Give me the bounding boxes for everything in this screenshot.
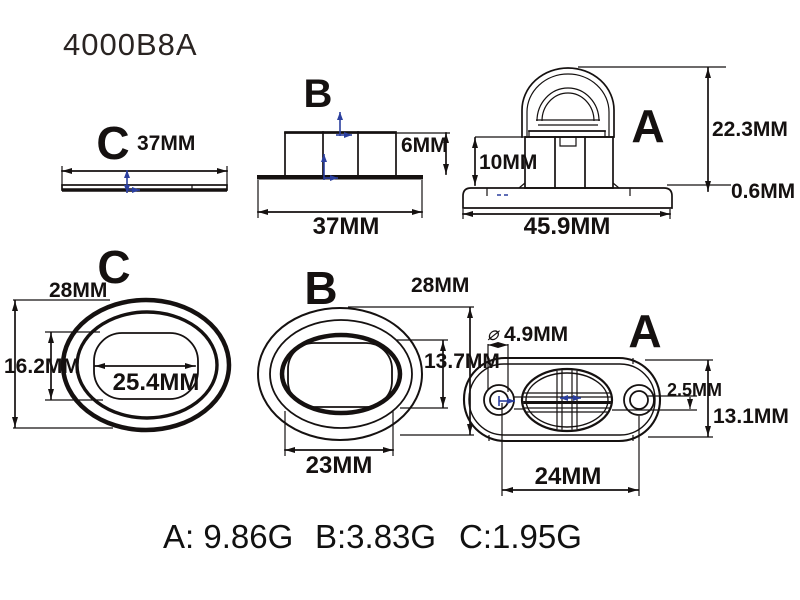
view-label-c-side: C bbox=[96, 117, 129, 169]
dim-a-top-hole-diameter: 4.9MM bbox=[504, 323, 568, 346]
view-label-b-top: B bbox=[304, 262, 337, 314]
dim-a-side-boss-height: 10MM bbox=[479, 151, 537, 174]
weight-b: B:3.83G bbox=[315, 518, 436, 555]
top-view-b: B 28MM 13.7MM 23MM bbox=[257, 262, 500, 479]
view-label-b-side: B bbox=[304, 72, 333, 116]
centerline-marks-b-side bbox=[321, 112, 352, 181]
top-view-a: A ⌀ 4.9MM 2.5MM 13.1MM 24MM bbox=[462, 305, 789, 496]
dim-c-top-outer-height: 28MM bbox=[49, 279, 107, 302]
side-view-b: B 6MM 37MM bbox=[257, 72, 450, 240]
dim-b-top-inner-height: 13.7MM bbox=[424, 350, 500, 373]
dim-c-top-inner-height: 16.2MM bbox=[4, 355, 80, 378]
side-view-a: A 10MM 22.3MM 0.6MM 45.9MM bbox=[462, 66, 795, 240]
side-view-c: C 37MM bbox=[61, 117, 228, 193]
dim-a-side-base-lip: 0.6MM bbox=[731, 180, 795, 203]
part-number-title: 4000B8A bbox=[63, 27, 198, 62]
dim-c-top-inner-width: 25.4MM bbox=[113, 369, 200, 396]
right-screw-hole bbox=[623, 384, 655, 416]
turn-button-cross bbox=[523, 370, 611, 430]
weight-c: C:1.95G bbox=[459, 518, 582, 555]
weight-a: A: 9.86G bbox=[163, 518, 293, 555]
top-view-c: C 28MM 16.2MM 25.4MM bbox=[4, 241, 232, 433]
dim-a-side-total-height: 22.3MM bbox=[712, 118, 788, 141]
view-label-a-top: A bbox=[628, 305, 661, 357]
dim-b-side-height: 6MM bbox=[401, 134, 448, 157]
centerline-marks-a-top bbox=[498, 395, 581, 406]
view-label-a-side: A bbox=[631, 100, 664, 152]
dim-a-top-hole-spacing: 24MM bbox=[535, 463, 602, 490]
dim-b-top-outer-height: 28MM bbox=[411, 274, 469, 297]
view-label-c-top: C bbox=[97, 241, 130, 293]
centerline-marks-c-side bbox=[124, 170, 140, 193]
dim-a-top-plate-width: 13.1MM bbox=[713, 405, 789, 428]
turn-button bbox=[520, 367, 614, 433]
dim-b-side-width: 37MM bbox=[313, 213, 380, 240]
dim-a-side-base-width: 45.9MM bbox=[524, 213, 611, 240]
dim-b-top-inner-width: 23MM bbox=[306, 452, 373, 479]
weight-list: A: 9.86G B:3.83G C:1.95G bbox=[163, 518, 582, 555]
diameter-symbol: ⌀ bbox=[487, 324, 500, 345]
dim-a-top-slot-offset: 2.5MM bbox=[667, 380, 722, 400]
dim-c-side-width: 37MM bbox=[137, 132, 195, 155]
